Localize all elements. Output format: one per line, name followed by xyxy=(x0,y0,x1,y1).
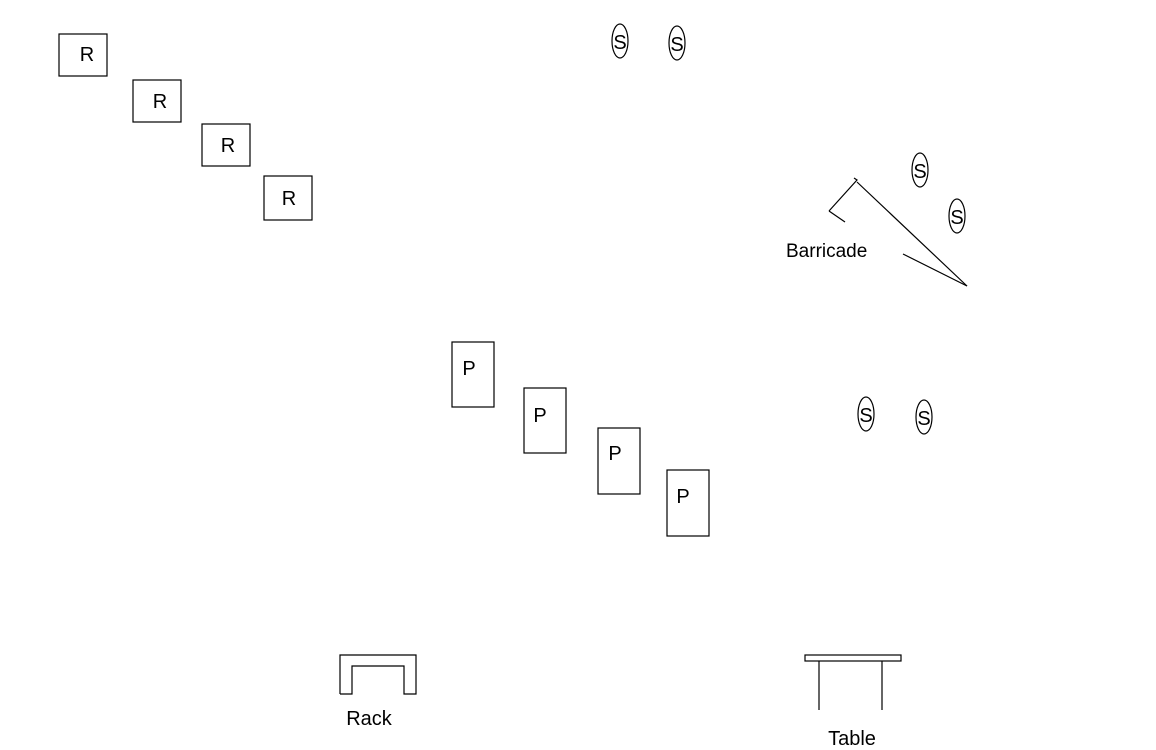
table-label: Table xyxy=(828,728,876,750)
s-marker-5: S xyxy=(857,396,875,432)
s-marker-4: S xyxy=(948,198,966,234)
p-marker-box xyxy=(451,341,495,408)
s-marker-label: S xyxy=(950,207,963,229)
p-marker-3: P xyxy=(597,427,641,495)
r-marker-2: R xyxy=(132,79,182,123)
s-marker-ellipse xyxy=(857,396,875,432)
p-marker-box xyxy=(523,387,567,454)
rack: Rack xyxy=(339,654,417,730)
s-marker-ellipse xyxy=(611,23,629,59)
s-marker-label: S xyxy=(913,161,926,183)
rack-label: Rack xyxy=(346,708,393,730)
s-marker-1: S xyxy=(611,23,629,59)
p-marker-4: P xyxy=(666,469,710,537)
r-marker-label: R xyxy=(153,91,167,113)
barricade-label: Barricade xyxy=(786,241,867,262)
p-marker-label: P xyxy=(608,443,621,465)
r-marker-3: R xyxy=(201,123,251,167)
s-marker-6: S xyxy=(915,399,933,435)
p-marker-label: P xyxy=(533,405,546,427)
p-marker-label: P xyxy=(462,358,475,380)
r-marker-box xyxy=(201,123,251,167)
r-marker-1: R xyxy=(58,33,108,77)
s-marker-ellipse xyxy=(915,399,933,435)
r-marker-4: R xyxy=(263,175,313,221)
barricade: Barricade xyxy=(786,177,968,287)
r-marker-label: R xyxy=(221,135,235,157)
p-marker-box xyxy=(666,469,710,537)
s-marker-label: S xyxy=(613,32,626,54)
s-marker-label: S xyxy=(917,408,930,430)
barricade-short-wing-base xyxy=(828,210,846,223)
r-marker-box xyxy=(58,33,108,77)
s-marker-ellipse xyxy=(911,152,929,188)
barricade-leader-line xyxy=(902,253,968,287)
table: Table xyxy=(804,654,902,750)
r-marker-label: R xyxy=(80,44,94,66)
barricade-short-wing xyxy=(828,177,858,212)
s-marker-ellipse xyxy=(948,198,966,234)
p-marker-label: P xyxy=(676,486,689,508)
table-top xyxy=(804,654,902,662)
s-marker-ellipse xyxy=(668,25,686,61)
p-marker-1: P xyxy=(451,341,495,408)
s-marker-label: S xyxy=(670,34,683,56)
r-marker-box xyxy=(263,175,313,221)
r-marker-label: R xyxy=(282,188,296,210)
r-marker-box xyxy=(132,79,182,123)
p-marker-box xyxy=(597,427,641,495)
p-marker-2: P xyxy=(523,387,567,454)
s-marker-2: S xyxy=(668,25,686,61)
barricade-long-wall xyxy=(856,181,968,287)
s-marker-3: S xyxy=(911,152,929,188)
rack-shape xyxy=(339,654,417,695)
s-marker-label: S xyxy=(859,405,872,427)
